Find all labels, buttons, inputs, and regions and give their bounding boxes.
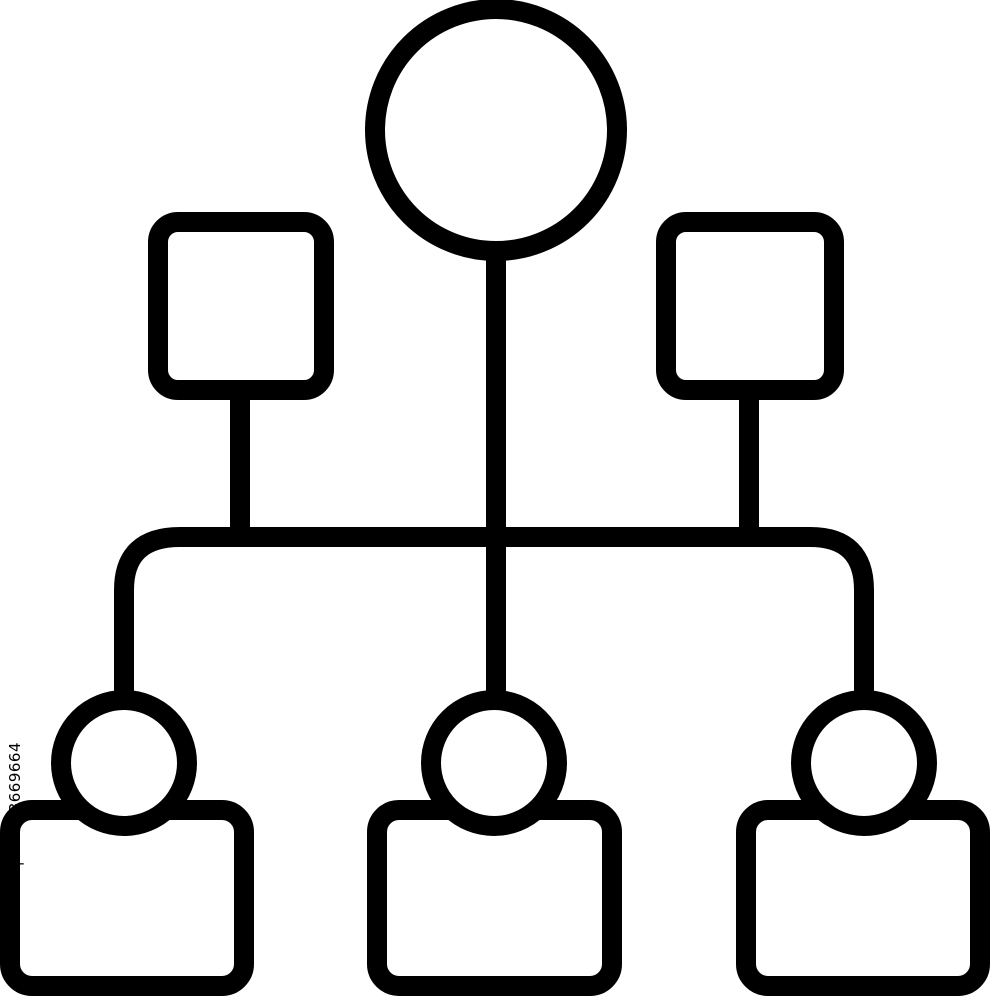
person-head: [421, 690, 567, 836]
connector-lines: [114, 242, 874, 710]
person-node-right: [736, 690, 990, 996]
person-body: [736, 800, 990, 996]
side-node-left: [148, 212, 334, 400]
top-circle-node: [365, 0, 627, 261]
person-body: [0, 800, 254, 996]
person-head: [51, 690, 197, 836]
stock-watermark-id: Adobe Stock | #1503669664: [6, 742, 24, 971]
horizontal-bus-line: [114, 527, 874, 710]
person-node-center: [367, 690, 622, 996]
person-body: [367, 800, 622, 996]
side-node-right: [656, 212, 844, 400]
person-node-left: [0, 690, 254, 996]
person-head: [791, 690, 937, 836]
